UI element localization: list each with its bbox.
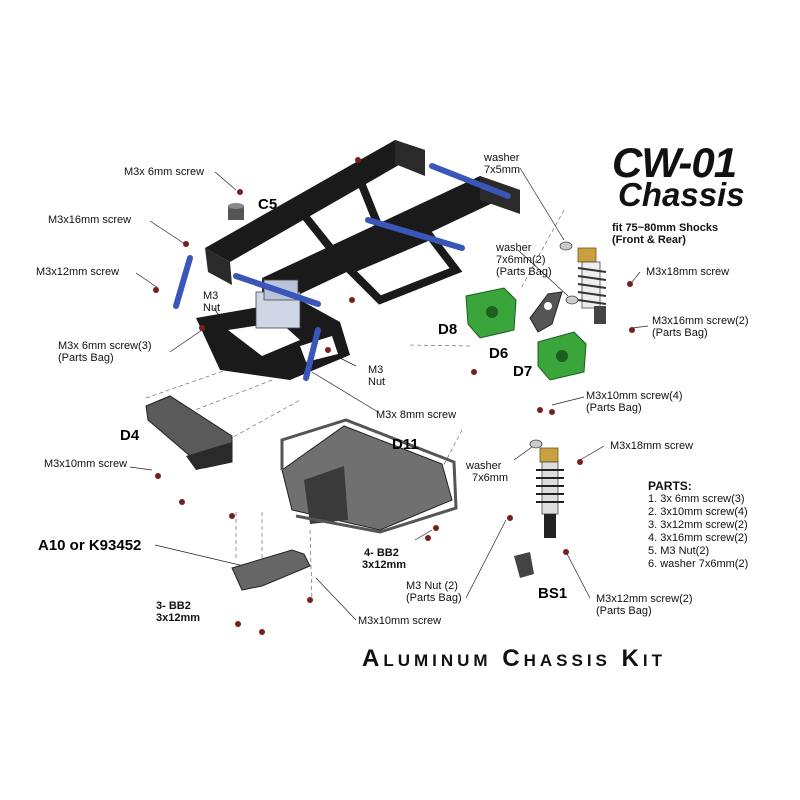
code-d7: D7 (513, 363, 533, 380)
parts-list: PARTS: 1. 3x 6mm screw(3) 2. 3x10mm scre… (648, 479, 748, 571)
d6-plate (529, 291, 563, 333)
label-washer-top: washer (484, 152, 520, 164)
footer-kit-name: Aluminum Chassis Kit (362, 645, 666, 672)
lower-shock (536, 447, 564, 538)
label-washer-mid-2: 7x6mm(2) (496, 254, 546, 266)
label-m3x10-4: M3x10mm screw(4) (586, 390, 683, 402)
code-c5: C5 (258, 196, 278, 213)
title-model: CW-01 (612, 139, 737, 186)
label-m3x12-left: M3x12mm screw (36, 266, 120, 278)
code-d6: D6 (489, 345, 509, 362)
label-m3x10-4-2: (Parts Bag) (586, 402, 642, 414)
label-m3-nut-2-bag: (Parts Bag) (406, 592, 462, 604)
label-m3-nut-mid-2: Nut (368, 376, 386, 388)
code-d4: D4 (120, 427, 140, 444)
label-m3x12-right-2: (Parts Bag) (596, 605, 652, 617)
parts-item: 6. washer 7x6mm(2) (648, 558, 749, 570)
code-a10: A10 or K93452 (38, 537, 142, 554)
label-m3x6-bag-2: (Parts Bag) (58, 352, 114, 364)
d11-skid-tray (280, 418, 458, 534)
label-m3-nut-upper: M3 (203, 290, 219, 302)
blue-links (173, 163, 511, 381)
parts-item: 4. 3x16mm screw(2) (648, 532, 748, 544)
code-bs1: BS1 (538, 585, 568, 602)
label-m3-nut-upper-2: Nut (203, 302, 221, 314)
label-m3x18-low: M3x18mm screw (610, 440, 694, 452)
label-m3x12-right: M3x12mm screw(2) (596, 593, 693, 605)
chassis-frame (196, 140, 520, 380)
leader-lines (129, 167, 649, 621)
upper-shock (577, 247, 607, 324)
label-m3x16-right-2: (Parts Bag) (652, 327, 708, 339)
label-m3x16-left: M3x16mm screw (48, 214, 132, 226)
a10-bracket (231, 549, 311, 591)
label-m3-nut-mid: M3 (368, 364, 384, 376)
d4-skid (145, 395, 233, 470)
label-bb2-4: 4- BB2 (364, 547, 399, 559)
label-m3x18-top: M3x18mm screw (646, 266, 730, 278)
label-fit-shocks-2: (Front & Rear) (612, 234, 686, 246)
label-bb2-4-2: 3x12mm (362, 559, 407, 571)
parts-item: 1. 3x 6mm screw(3) (648, 493, 745, 505)
c5-post (228, 203, 244, 220)
title-chassis: Chassis (618, 176, 745, 213)
label-m3x10-left: M3x10mm screw (44, 458, 128, 470)
parts-heading: PARTS: (648, 479, 692, 493)
parts-item: 2. 3x10mm screw(4) (648, 506, 748, 518)
label-bb2-3: 3- BB2 (156, 600, 191, 612)
parts-item: 3. 3x12mm screw(2) (648, 519, 748, 531)
label-m3x16-right: M3x16mm screw(2) (652, 315, 749, 327)
label-washer-mid: washer (496, 242, 532, 254)
code-d11: D11 (392, 436, 419, 453)
label-washer-low-2: 7x6mm (472, 472, 509, 484)
label-m3x6-c5: M3x 6mm screw (124, 166, 205, 178)
label-washer-low: washer (466, 460, 502, 472)
code-d8: D8 (438, 321, 458, 338)
label-washer-top-2: 7x5mm (484, 164, 521, 176)
d7-bracket (537, 331, 587, 381)
washers (529, 241, 579, 449)
label-fit-shocks: fit 75~80mm Shocks (612, 222, 719, 234)
parts-item: 5. M3 Nut(2) (648, 545, 710, 557)
screws (153, 157, 635, 635)
label-m3-nut-2: M3 Nut (2) (406, 580, 458, 592)
d8-bracket (465, 287, 517, 339)
label-bb2-3-2: 3x12mm (156, 612, 201, 624)
label-m3x8: M3x 8mm screw (376, 409, 457, 421)
label-washer-mid-3: (Parts Bag) (496, 266, 552, 278)
bs1-mount (514, 552, 534, 578)
label-m3x10-bottom: M3x10mm screw (358, 615, 442, 627)
label-m3x6-bag: M3x 6mm screw(3) (58, 340, 152, 352)
